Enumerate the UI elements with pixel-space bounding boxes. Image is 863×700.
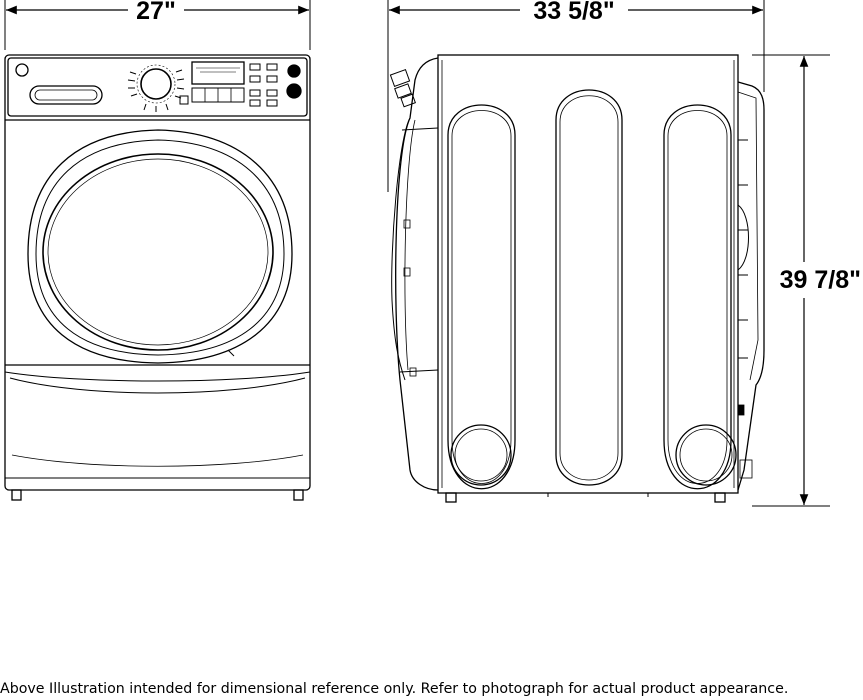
front-foot-left — [11, 489, 22, 501]
front-profile — [395, 57, 439, 491]
port-right — [675, 424, 737, 486]
power-icon — [15, 63, 29, 77]
back-profile — [737, 81, 765, 491]
pause-button — [286, 83, 302, 99]
emboss-middle — [555, 89, 623, 486]
emboss-left — [447, 104, 516, 490]
option-buttons — [179, 63, 278, 107]
door-glass — [42, 153, 274, 351]
start-button — [287, 64, 301, 78]
height-label: 39 7/8" — [780, 266, 861, 294]
side-cabinet — [437, 54, 739, 494]
control-panel — [7, 57, 308, 117]
depth-dimension: 33 5/8" — [387, 0, 765, 192]
disclaimer-caption: Above Illustration intended for dimensio… — [0, 681, 789, 697]
dimension-drawing: 27" — [4, 0, 861, 507]
cycle-knob — [127, 64, 185, 112]
height-dimension: 39 7/8" — [752, 54, 861, 507]
front-foot-right — [293, 489, 304, 501]
width-dimension: 27" — [4, 0, 311, 50]
side-view — [389, 54, 765, 503]
emboss-right — [663, 104, 732, 490]
display-screen — [191, 61, 245, 85]
front-cabinet — [4, 54, 311, 491]
width-label: 27" — [136, 0, 176, 25]
side-foot-back — [714, 492, 726, 503]
side-foot-front — [445, 492, 457, 503]
depth-label: 33 5/8" — [533, 0, 614, 25]
door — [27, 129, 293, 364]
dispenser-handle — [29, 85, 103, 105]
side-controls — [389, 68, 416, 108]
port-left — [450, 424, 512, 486]
front-view — [4, 54, 311, 501]
